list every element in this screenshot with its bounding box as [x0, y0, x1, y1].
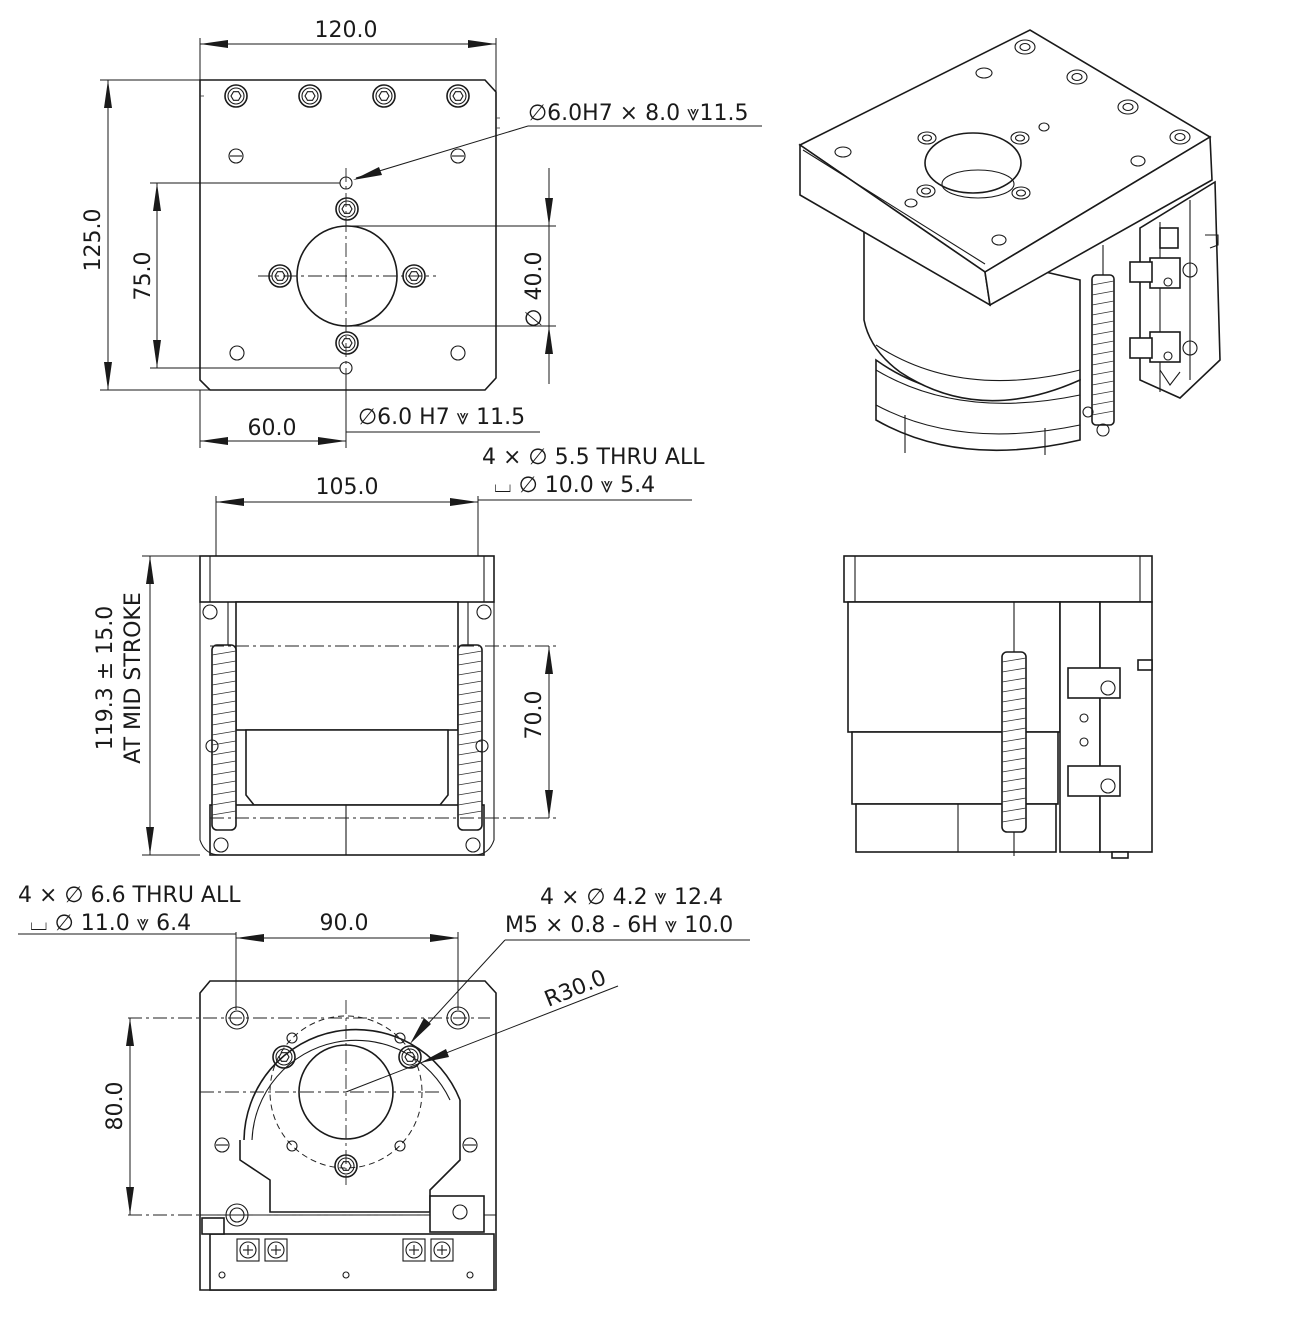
bottom-plate-outline	[199, 980, 497, 1291]
bottom-height-dim: 80.0	[103, 1082, 128, 1131]
bottom-radius-dim: R30.0	[541, 965, 610, 1012]
front-height-dim: 119.3 ± 15.0	[93, 606, 118, 750]
bottom-hole-note-line1: 4 × ∅ 6.6 THRU ALL	[18, 883, 241, 908]
bottom-view: 90.0 80.0 4 × ∅ 6.6 THRU ALL ⌴ ∅ 11.0 ⩔ …	[18, 883, 750, 1291]
isometric-view	[798, 29, 1221, 455]
front-inner-dim: 70.0	[522, 691, 547, 740]
bottom-tapped-holes	[286, 1032, 406, 1152]
front-top-plate	[199, 555, 495, 603]
top-height-dim: 125.0	[81, 209, 106, 272]
front-base	[209, 804, 485, 856]
iso-plate-bolts	[916, 39, 1191, 200]
iso-side-bracket	[1129, 180, 1221, 399]
top-view: 120.0 125.0 75.0 40.0 ∅ 60.0 ∅6.0H7 × 8.…	[81, 18, 762, 448]
front-body-upper	[235, 601, 459, 731]
bottom-counterbore-holes	[225, 1006, 470, 1227]
top-bore-dim: 40.0	[522, 252, 547, 301]
bottom-thread-note-line1: 4 × ∅ 4.2 ⩔ 12.4	[540, 885, 723, 910]
iso-top-plate-side-right	[984, 135, 1213, 307]
bottom-hole-note-line2: ⌴ ∅ 11.0 ⩔ 6.4	[30, 911, 191, 936]
side-view	[843, 555, 1153, 859]
top-pin-spacing-dim: 75.0	[131, 252, 156, 301]
bottom-pin-note: ∅6.0 H7 ⩔ 11.5	[358, 405, 525, 430]
side-body-upper	[847, 601, 1061, 733]
top-hole-note-line1: 4 × ∅ 5.5 THRU ALL	[482, 445, 705, 470]
svg-text:∅: ∅	[522, 308, 547, 327]
front-width-dim: 105.0	[316, 475, 379, 500]
bottom-thread-note-line2: M5 × 0.8 - 6H ⩔ 10.0	[505, 913, 733, 938]
front-height-dim-note: AT MID STROKE	[121, 592, 146, 764]
side-bracket	[1059, 601, 1153, 859]
bottom-width-dim: 90.0	[320, 911, 369, 936]
front-view: 105.0 119.3 ± 15.0 AT MID STROKE 70.0 4 …	[93, 445, 705, 856]
iso-spring	[1082, 245, 1115, 437]
front-springs	[202, 602, 492, 853]
top-width-dim: 120.0	[315, 18, 378, 43]
bottom-bolt-circle	[269, 1015, 423, 1169]
side-spring	[1001, 602, 1027, 856]
top-mount-bolts	[224, 84, 470, 108]
top-pin-note: ∅6.0H7 × 8.0 ⩔11.5	[528, 101, 748, 126]
front-body-lower	[245, 729, 449, 806]
top-hole-note-line2: ⌴ ∅ 10.0 ⩔ 5.4	[494, 473, 655, 498]
iso-center-bore	[924, 132, 1022, 194]
top-view-plate-outline	[199, 79, 497, 391]
bottom-terminal-block	[201, 1195, 485, 1279]
side-top-plate	[843, 555, 1153, 603]
top-offset-dim: 60.0	[248, 416, 297, 441]
side-body-lower	[851, 731, 1059, 805]
bottom-rotary-body	[243, 1028, 461, 1141]
